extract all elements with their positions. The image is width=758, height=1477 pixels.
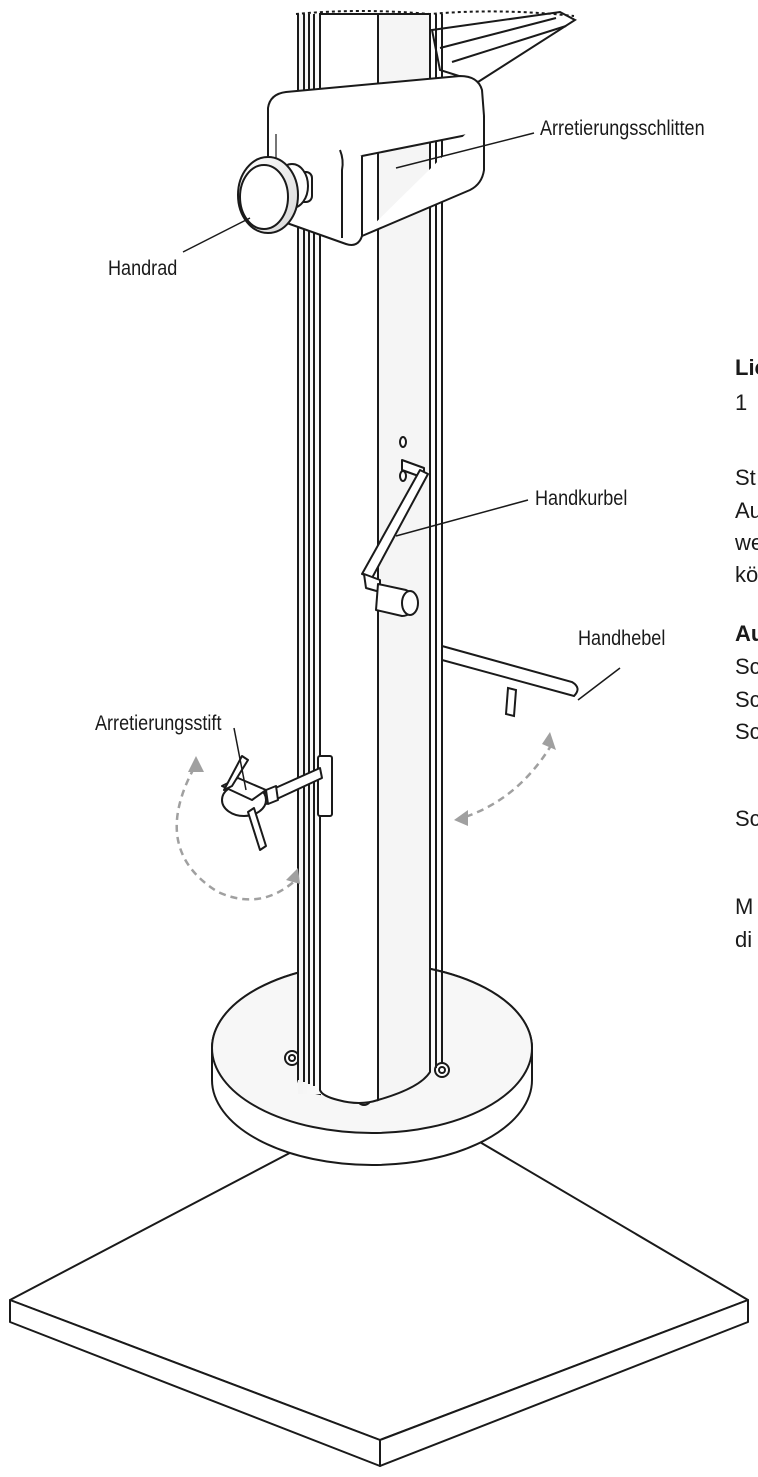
label-handhebel: Handhebel — [578, 627, 666, 650]
hand-lever — [441, 644, 579, 718]
leader-lines — [182, 132, 621, 791]
side-text-4: Au — [735, 498, 758, 523]
base-plate — [9, 1094, 749, 1467]
lever-arrow-head-bottom — [454, 810, 468, 826]
side-text-5: we — [735, 530, 758, 555]
side-text-11: Sc — [735, 806, 758, 831]
pin-arrow-head-bottom — [286, 868, 300, 884]
pin-arrow-head-top — [188, 756, 204, 772]
handwheel — [237, 156, 313, 234]
label-handkurbel: Handkurbel — [535, 487, 628, 510]
side-text-12: M — [735, 894, 754, 919]
side-text-10: Sc — [735, 719, 758, 744]
label-arretierungsschlitten: Arretierungsschlitten — [540, 117, 705, 140]
side-text-13: di — [735, 927, 753, 952]
side-text-9: Sc — [735, 687, 758, 712]
label-arretierungsstift: Arretierungsstift — [95, 712, 222, 735]
side-text-2: 1 — [735, 390, 748, 415]
side-text-6: kö — [735, 562, 758, 587]
side-text-1: Lic — [735, 355, 758, 380]
pin-arrow — [175, 767, 299, 901]
top-rail — [430, 10, 577, 84]
side-text-3: St — [735, 465, 756, 490]
hand-crank — [361, 436, 429, 617]
column — [295, 10, 575, 1104]
lever-arrow — [461, 743, 554, 820]
side-text-7: Au — [735, 621, 758, 646]
label-handrad: Handrad — [108, 257, 178, 280]
lever-arrow-head-top — [542, 732, 556, 750]
side-text-8: Sc — [735, 654, 758, 679]
locking-pin — [221, 755, 333, 851]
